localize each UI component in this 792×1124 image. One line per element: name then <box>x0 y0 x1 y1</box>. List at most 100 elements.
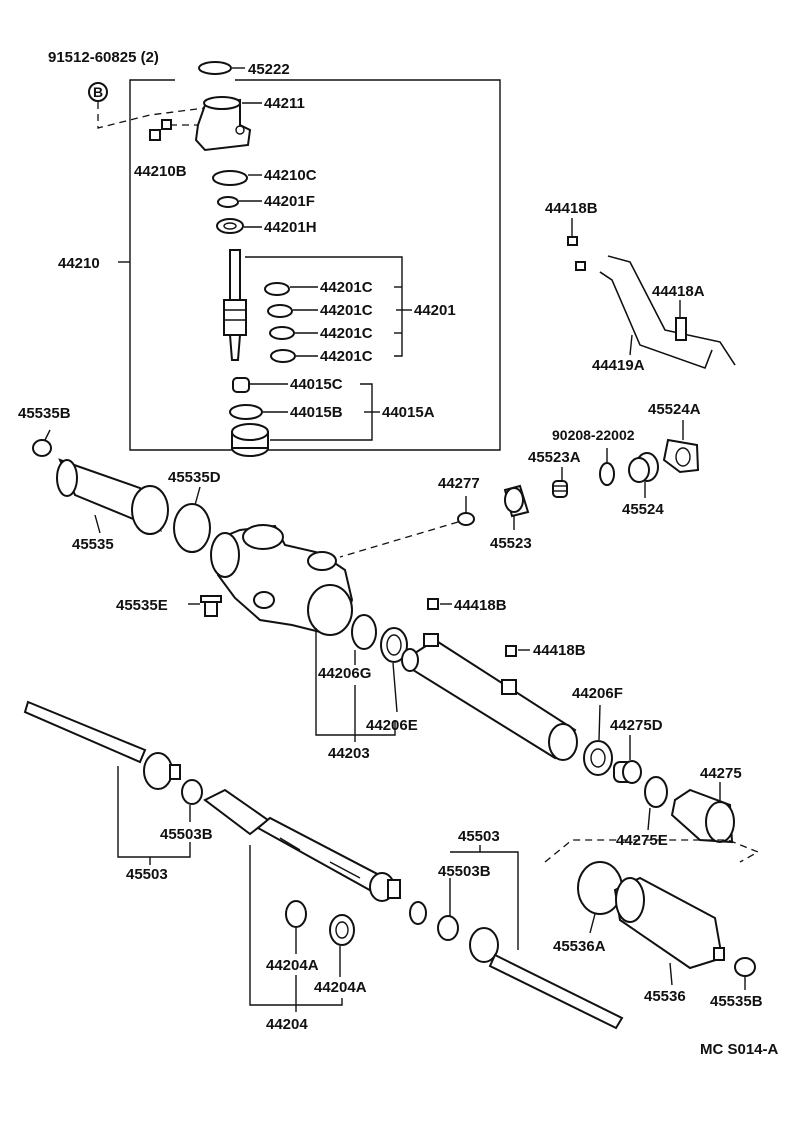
label-44015b: 44015B <box>290 404 343 421</box>
bolt-91512-icon <box>88 82 108 102</box>
label-44419a: 44419A <box>592 357 645 374</box>
washer-45503b-right-icon <box>437 915 459 941</box>
leader-91512 <box>97 102 206 129</box>
tie-rod-right-icon <box>469 927 624 1030</box>
diagram-code: MC S014-A <box>700 1041 779 1058</box>
plug-44275-icon <box>670 788 735 844</box>
label-45524: 45524 <box>622 501 664 518</box>
label-45536: 45536 <box>644 988 686 1005</box>
label-44277: 44277 <box>438 475 480 492</box>
oring-44210c-icon <box>212 170 248 186</box>
label-44418b-top: 44418B <box>545 200 598 217</box>
stopper-44204a-1-icon <box>285 900 307 928</box>
label-44210c: 44210C <box>264 167 317 184</box>
label-44204a-1: 44204A <box>266 957 319 974</box>
bushing-44015a-icon <box>231 423 269 457</box>
label-44201: 44201 <box>414 302 456 319</box>
label-45503-left: 45503 <box>126 866 168 883</box>
label-44203: 44203 <box>328 745 370 762</box>
seal-44015c-icon <box>232 377 250 393</box>
label-44206f: 44206F <box>572 685 623 702</box>
plug-44277-icon <box>457 512 475 526</box>
label-45503b-right: 45503B <box>438 863 491 880</box>
seal-44206g-icon <box>351 614 377 650</box>
label-44015c: 44015C <box>290 376 343 393</box>
label-45523a: 45523A <box>528 449 581 466</box>
bolt-45535e-icon <box>200 595 222 617</box>
label-45535b-top: 45535B <box>18 405 71 422</box>
label-45503b-left: 45503B <box>160 826 213 843</box>
label-44418b-right: 44418B <box>533 642 586 659</box>
washer-45503b-left-icon <box>181 779 203 805</box>
pipe-44419a-icon <box>599 255 736 369</box>
clamp-45535b-bot-icon <box>734 957 756 977</box>
label-44015a: 44015A <box>382 404 435 421</box>
nut-44210b-icon <box>149 119 172 141</box>
clamp-45535b-top-icon <box>32 439 52 457</box>
nut-44418b-right-icon <box>505 645 517 657</box>
guide-45523-icon <box>503 484 530 518</box>
ring-44201c-icons <box>264 282 296 363</box>
label-44201c-3: 44201C <box>320 325 373 342</box>
boot-45536-icon <box>613 876 725 970</box>
valve-shaft-icon <box>223 249 247 361</box>
label-44206g: 44206G <box>318 665 371 682</box>
label-44275: 44275 <box>700 765 742 782</box>
rack-shaft-icon <box>203 788 401 902</box>
label-44201c-4: 44201C <box>320 348 373 365</box>
tie-rod-left-icon <box>23 700 181 790</box>
label-44418a: 44418A <box>652 283 705 300</box>
bushing-right-icon <box>409 901 427 925</box>
label-45222: 45222 <box>248 61 290 78</box>
label-90208: 90208-22002 <box>552 427 635 443</box>
label-44201h: 44201H <box>264 219 317 236</box>
label-44201c-2: 44201C <box>320 302 373 319</box>
clamp-45535d-side <box>210 532 240 578</box>
label-44206e: 44206E <box>366 717 418 734</box>
label-44210: 44210 <box>58 255 100 272</box>
label-44201c-1: 44201C <box>320 279 373 296</box>
nut-44418b-mid-icon <box>427 598 439 610</box>
cover-45524a-icon <box>662 438 700 474</box>
housing-44211-icon <box>194 96 252 152</box>
nut-45524-icon <box>628 452 659 483</box>
clamp-45536a-icon <box>577 861 623 915</box>
cylinder-tube-icon <box>401 633 578 761</box>
label-45524a: 45524A <box>648 401 701 418</box>
label-45503-right: 45503 <box>458 828 500 845</box>
label-45535: 45535 <box>72 536 114 553</box>
bracket-44201 <box>245 256 403 357</box>
label-45535b-bot: 45535B <box>710 993 763 1010</box>
label-45536a: 45536A <box>553 938 606 955</box>
label-45535d: 45535D <box>168 469 221 486</box>
label-45535e: 45535E <box>116 597 168 614</box>
bolt-mark: B <box>93 84 103 100</box>
oring-44015b-icon <box>229 404 263 420</box>
spring-45523a-icon <box>552 480 568 498</box>
seal-44201f-icon <box>217 196 239 208</box>
label-44201f: 44201F <box>264 193 315 210</box>
label-44204: 44204 <box>266 1016 308 1033</box>
bushing-44275d-icon <box>613 760 642 784</box>
label-44210b: 44210B <box>134 163 187 180</box>
label-44211: 44211 <box>264 95 305 112</box>
label-44204a-2: 44204A <box>314 979 367 996</box>
seal-44206f-icon <box>583 740 613 776</box>
group-frame-44210 <box>129 79 501 451</box>
label-91512: 91512-60825 (2) <box>48 49 159 66</box>
boot-45535-icon <box>56 458 169 535</box>
label-44275d: 44275D <box>610 717 663 734</box>
oring-44275e-icon <box>644 776 668 808</box>
stopper-44204a-2-icon <box>329 914 355 946</box>
nut-90208-icon <box>599 462 615 486</box>
seal-44206e-icon <box>380 627 408 663</box>
clamp-45535d-icon <box>173 503 211 553</box>
label-44418b-mid: 44418B <box>454 597 507 614</box>
label-45523: 45523 <box>490 535 532 552</box>
bearing-44201h-icon <box>216 218 244 234</box>
union-44418b-icon <box>567 236 578 246</box>
gear-housing-icon <box>213 524 354 636</box>
seal-45222-icon <box>198 61 232 75</box>
